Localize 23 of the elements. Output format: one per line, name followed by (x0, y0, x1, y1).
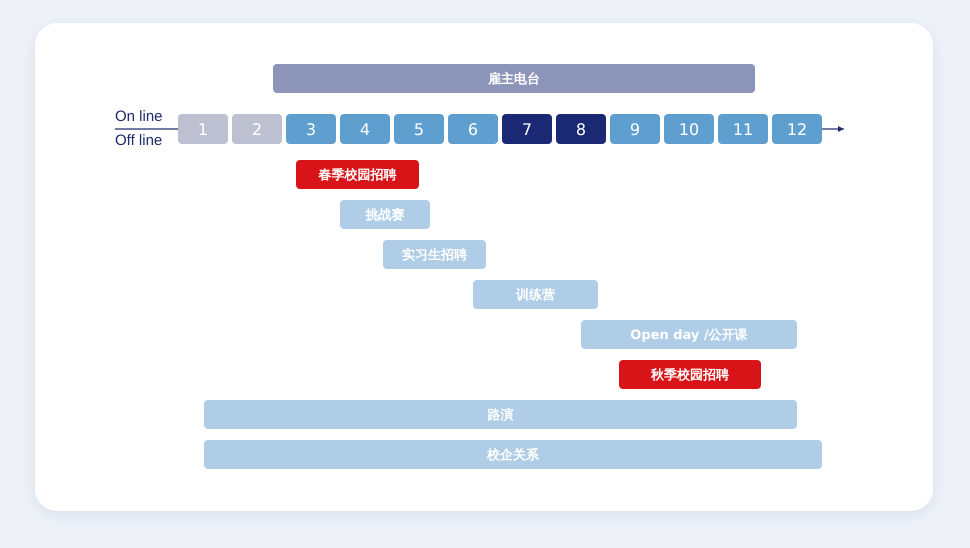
timeline-bar: Open day /公开课 (581, 320, 797, 349)
month-box: 10 (664, 114, 714, 144)
offline-label: Off line (115, 132, 162, 149)
month-box: 7 (502, 114, 552, 144)
month-box: 1 (178, 114, 228, 144)
month-box: 2 (232, 114, 282, 144)
online-label: On line (115, 108, 163, 125)
timeline-bar: 实习生招聘 (383, 240, 486, 269)
month-box: 6 (448, 114, 498, 144)
timeline-bar: 雇主电台 (273, 64, 755, 93)
timeline-bar: 秋季校园招聘 (619, 360, 761, 389)
timeline-bar: 训练营 (473, 280, 598, 309)
timeline-bar: 校企关系 (204, 440, 822, 469)
timeline-bar: 路演 (204, 400, 797, 429)
timeline-bar: 挑战赛 (340, 200, 430, 229)
month-box: 5 (394, 114, 444, 144)
month-box: 9 (610, 114, 660, 144)
month-box: 8 (556, 114, 606, 144)
month-box: 11 (718, 114, 768, 144)
timeline-bar: 春季校园招聘 (296, 160, 419, 189)
month-box: 3 (286, 114, 336, 144)
month-box: 12 (772, 114, 822, 144)
month-box: 4 (340, 114, 390, 144)
